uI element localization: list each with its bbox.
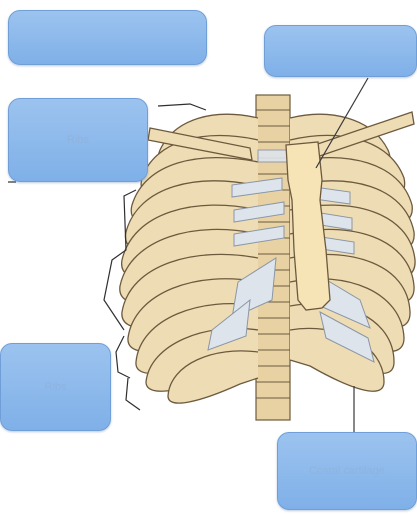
label-box-bottom-right[interactable]: Costal cartilage — [277, 432, 417, 510]
label-text: Ribs — [67, 133, 89, 148]
label-text: Ribs — [44, 380, 66, 395]
label-box-mid-left[interactable]: Ribs — [8, 98, 148, 182]
label-box-low-left[interactable]: Ribs — [0, 343, 111, 431]
label-box-top-right[interactable] — [264, 25, 417, 77]
label-box-top-left[interactable] — [8, 10, 207, 65]
label-text: Costal cartilage — [309, 464, 385, 479]
vertebral-column — [256, 95, 290, 420]
